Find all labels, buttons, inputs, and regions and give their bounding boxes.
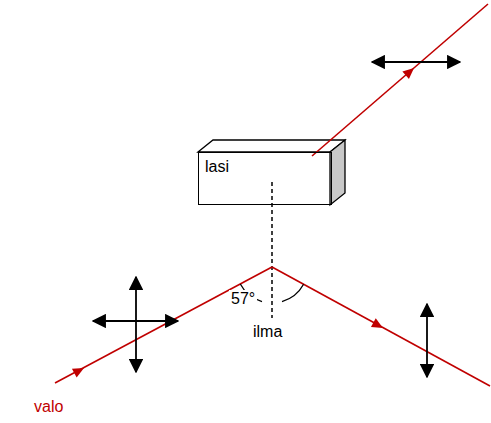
refracted-ray: [312, 4, 488, 156]
incident-ray: [55, 267, 272, 383]
polarization-symbol: [93, 277, 178, 372]
polarization-symbol: [426, 304, 428, 377]
ray-arrowhead: [402, 64, 417, 79]
angle-arc: [282, 284, 304, 301]
light-label: valo: [32, 398, 65, 416]
medium-label: ilma: [251, 323, 284, 341]
polarization-symbol: [372, 61, 460, 63]
reflected-ray: [272, 267, 490, 386]
ray-arrowhead: [371, 318, 385, 332]
angle-label: 57°: [229, 290, 257, 308]
block-side: [330, 140, 345, 205]
ray-arrowhead: [72, 364, 86, 378]
normal-line: [271, 182, 273, 318]
glass-block: lasi: [198, 152, 332, 205]
material-label: lasi: [205, 158, 325, 176]
